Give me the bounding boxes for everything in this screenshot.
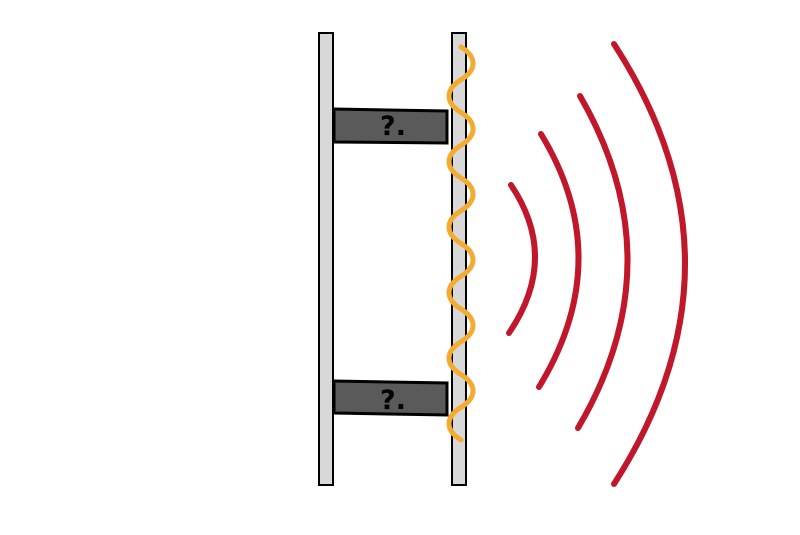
wave-arc-3 <box>578 96 628 428</box>
bracket-top: ?. <box>334 109 447 143</box>
wave-arc-1 <box>509 185 535 333</box>
bracket-top-mark: ?. <box>380 111 406 142</box>
bracket-bottom: ?. <box>334 381 447 416</box>
radio-wave-arcs-icon <box>509 44 685 484</box>
left-post <box>319 33 333 485</box>
wave-arc-2 <box>539 134 579 387</box>
bracket-bottom-mark: ?. <box>380 385 406 416</box>
posts-group <box>319 33 466 485</box>
right-post <box>452 33 466 485</box>
